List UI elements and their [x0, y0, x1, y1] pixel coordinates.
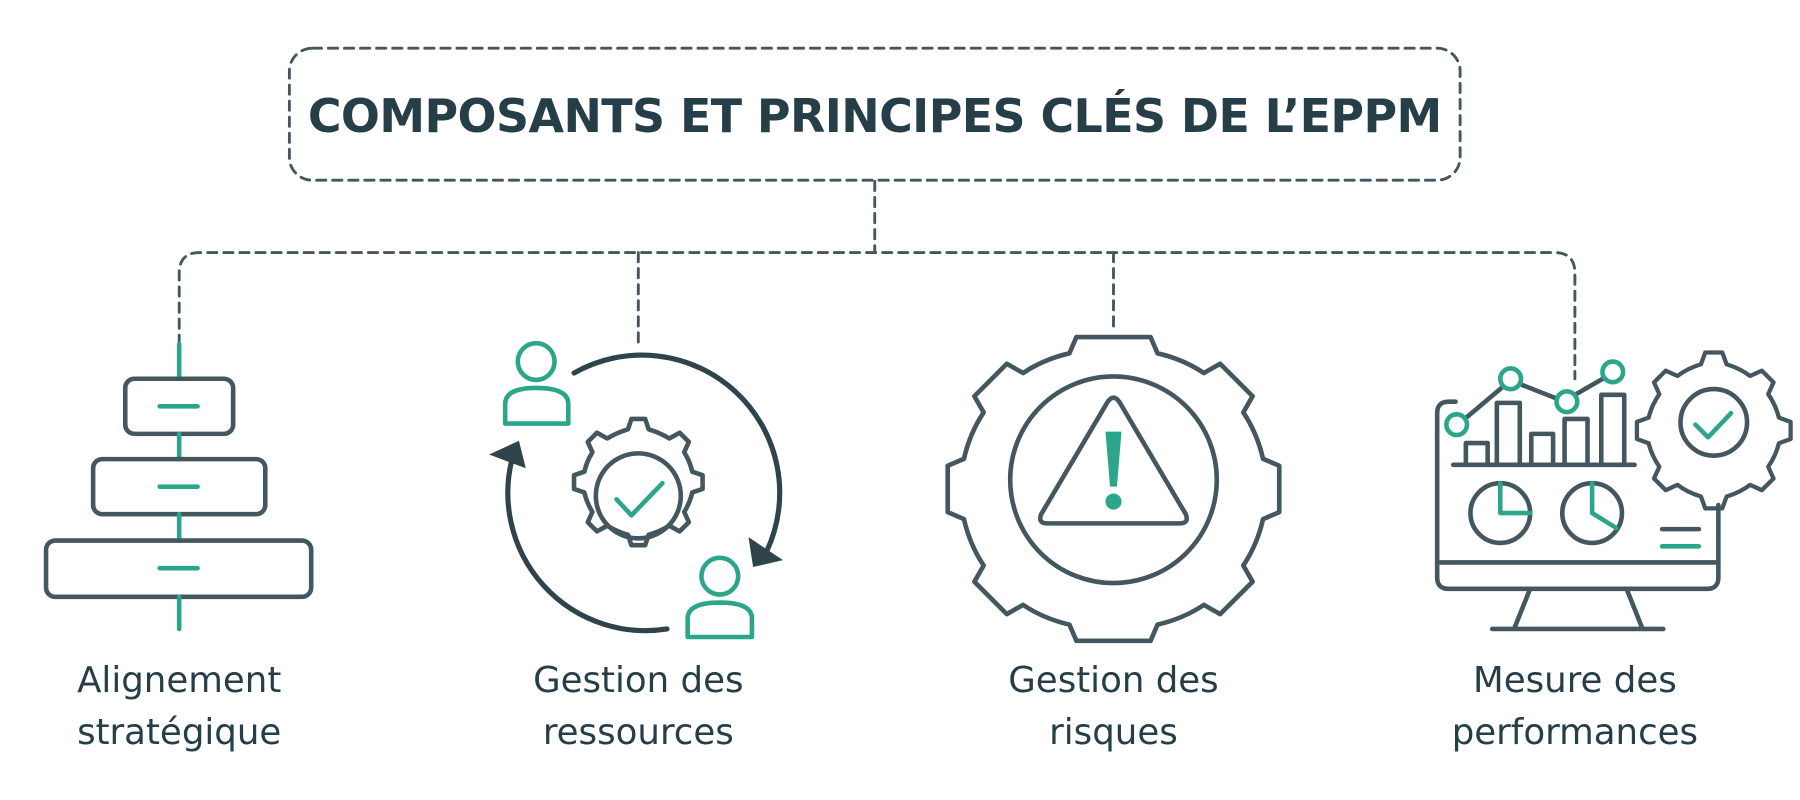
gear-icon — [1634, 350, 1793, 511]
page-title: COMPOSANTS ET PRINCIPES CLÉS DE L’EPPM — [308, 89, 1442, 143]
component-label-line1: Alignement — [77, 660, 281, 701]
arrow-head-icon — [748, 537, 783, 568]
gear-icon — [571, 416, 705, 548]
exclamation-icon — [1105, 431, 1122, 487]
component-label-line2: risques — [1049, 712, 1178, 753]
component-label-line1: Mesure des — [1473, 660, 1677, 701]
connector-tree — [177, 179, 1577, 381]
component-label-line2: performances — [1452, 712, 1698, 753]
title-box: COMPOSANTS ET PRINCIPES CLÉS DE L’EPPM — [287, 46, 1462, 182]
component-label-line1: Gestion des — [1008, 660, 1218, 701]
gear-warning-icon — [945, 334, 1282, 644]
people-cycle-gear-check-icon — [489, 340, 783, 640]
component-label-line1: Gestion des — [533, 660, 743, 701]
component-label-line2: ressources — [543, 712, 734, 753]
component-gestion-risques: Gestion des risques — [945, 334, 1282, 753]
component-alignement-strategique: Alignement stratégique — [43, 342, 314, 753]
component-gestion-ressources: Gestion des ressources — [489, 340, 783, 753]
arrow-head-icon — [489, 440, 526, 469]
monitor-chart-gear-check-icon — [1434, 350, 1793, 632]
person-icon — [502, 340, 571, 426]
person-icon — [685, 555, 755, 640]
stacked-blocks-alignment-icon — [43, 342, 314, 632]
component-label-line2: stratégique — [77, 712, 281, 753]
component-mesure-performances: Mesure des performances — [1434, 350, 1793, 753]
